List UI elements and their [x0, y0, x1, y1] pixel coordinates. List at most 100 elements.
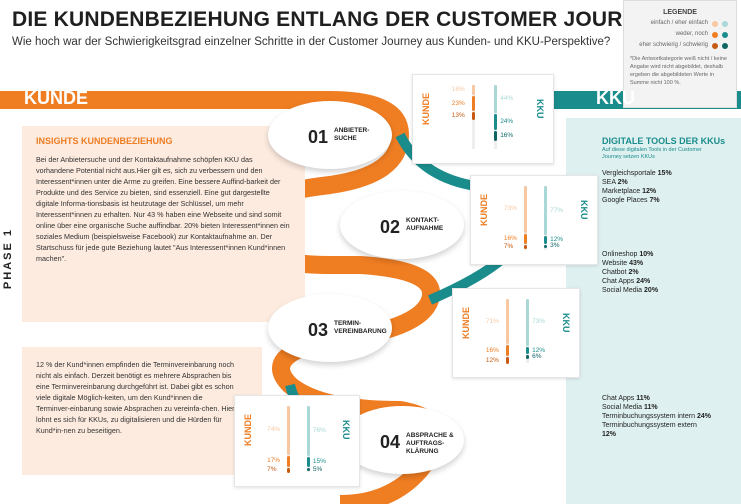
tools-group-3: Chat Apps 11%Social Media 11%Terminbuchu… [602, 394, 712, 439]
bar-segment [544, 244, 548, 248]
tool-name: Chat Apps [602, 278, 637, 285]
legend-title: LEGENDE [663, 9, 697, 16]
tools-subtitle: Auf diese digitalen Tools in der Custome… [602, 147, 702, 160]
bar-value-label: 24% [500, 117, 514, 125]
insights-text: Bei der Anbietersuche und der Kontaktauf… [36, 155, 290, 263]
tool-name: Terminbuchungssystem extern [602, 422, 697, 429]
dot-icon [722, 42, 728, 49]
bar-segment [544, 186, 548, 236]
bar-value-label: 12% [550, 236, 564, 244]
tool-item: Marketplace 12% [602, 187, 741, 196]
bar-segment [526, 299, 530, 346]
bar-value-label: 5% [312, 465, 323, 473]
kku-axis-label: KKU [341, 420, 351, 440]
kunde-axis-label: KUNDE [461, 307, 471, 340]
bar-value-label: 7% [503, 243, 514, 251]
dot-icon [722, 20, 728, 27]
tools-group-2: Onlineshop 10%Website 43%Chatbot 2%Chat … [602, 250, 658, 295]
step-number: 02 [380, 216, 401, 237]
bar-segment [505, 356, 509, 365]
bar-value-label: 6% [532, 353, 542, 361]
bar-value-label: 77% [550, 206, 564, 214]
tool-name: SEA [602, 179, 618, 186]
tools-title: DIGITALE TOOLS DER KKUs [602, 136, 726, 146]
dot-icon [712, 42, 718, 49]
bar-segment [526, 355, 530, 360]
tool-item: Terminbuchungssystem extern 12% [602, 421, 712, 439]
kku-axis-label: KKU [535, 99, 545, 119]
kunde-axis-label: KUNDE [421, 93, 431, 126]
tool-value: 11% [644, 404, 658, 411]
kunde-axis-label: KUNDE [243, 414, 253, 447]
bar-value-label: 13% [451, 112, 465, 120]
tool-value: 43% [629, 260, 644, 267]
tool-item: Google Places 7% [602, 196, 741, 205]
step-number: 03 [308, 319, 329, 340]
bar-segment [523, 244, 527, 250]
dot-icon [712, 20, 718, 27]
kunde-axis-label: KUNDE [479, 194, 489, 227]
tool-item: SEA 2% [602, 178, 741, 187]
kku-label: KKU [596, 88, 635, 108]
legend-label: eher schwierig / schwierig [639, 42, 708, 48]
insights-text-2: 12 % der Kund*innen empfinden die Termin… [36, 360, 235, 435]
bar-segment [306, 457, 310, 468]
dot-icon [722, 31, 728, 38]
insights-panel: INSIGHTS KUNDENBEZIEHUNG Bei der Anbiete… [22, 126, 305, 322]
tool-item: Vergleichsportale 15% [602, 169, 741, 178]
kku-axis-label: KKU [561, 313, 571, 333]
bar-value-label: 12% [485, 356, 499, 364]
tool-name: Chatbot [602, 269, 629, 276]
bar-segment [494, 130, 498, 141]
tool-value: 2% [617, 179, 628, 186]
tool-item: Terminbuchungssystem intern 24% [602, 412, 712, 421]
bar-segment [523, 186, 527, 233]
tool-name: Website [602, 260, 630, 267]
tools-group-1: Vergleichsportale 15%SEA 2%Marketplace 1… [602, 169, 741, 205]
bar-segment [287, 406, 291, 455]
legend-row-hard: eher schwierig / schwierig [624, 42, 728, 49]
step-number: 04 [380, 431, 401, 452]
bar-segment [471, 111, 475, 121]
bar-segment [287, 455, 291, 468]
bar-value-label: 44% [500, 95, 514, 103]
phase-label: PHASE 1 [2, 228, 14, 290]
bar-segment [494, 85, 498, 114]
bar-value-label: 12% [532, 346, 546, 354]
bar-segment [306, 406, 310, 457]
tool-value: 10% [639, 251, 654, 258]
tool-name: Marketplace [602, 188, 643, 195]
legend-note: *Die Antwortkategorie weiß nicht / keine… [630, 56, 727, 86]
step-number: 01 [308, 126, 329, 147]
bar-value-label: 7% [267, 466, 277, 474]
tool-name: Social Media [602, 287, 645, 294]
bar-segment [471, 96, 475, 111]
step-label: ABSPRACHE & AUFTRAGS- KLÄRUNG [406, 431, 454, 455]
bar-segment [505, 345, 509, 356]
tool-value: 20% [644, 287, 659, 294]
legend-label: einfach / eher einfach [650, 20, 708, 26]
bar-value-label: 16% [500, 131, 514, 139]
tool-name: Terminbuchungssystem intern [602, 413, 697, 420]
insights-title: INSIGHTS KUNDENBEZIEHUNG [36, 136, 173, 146]
tool-value: 12% [642, 188, 657, 195]
bar-segment [505, 299, 509, 345]
bar-value-label: 76% [312, 427, 326, 435]
legend-label: weder, noch [675, 31, 708, 37]
kku-axis-label: KKU [579, 200, 589, 220]
bar-segment [523, 233, 527, 244]
tool-item: Chat Apps 24% [602, 277, 658, 286]
bar-value-label: 74% [267, 426, 281, 434]
legend: LEGENDE einfach / eher einfach weder, no… [623, 0, 737, 108]
tool-name: Social Media [602, 404, 645, 411]
bar-segment [544, 236, 548, 244]
tool-value: 2% [628, 269, 639, 276]
bar-value-label: 3% [550, 242, 560, 250]
